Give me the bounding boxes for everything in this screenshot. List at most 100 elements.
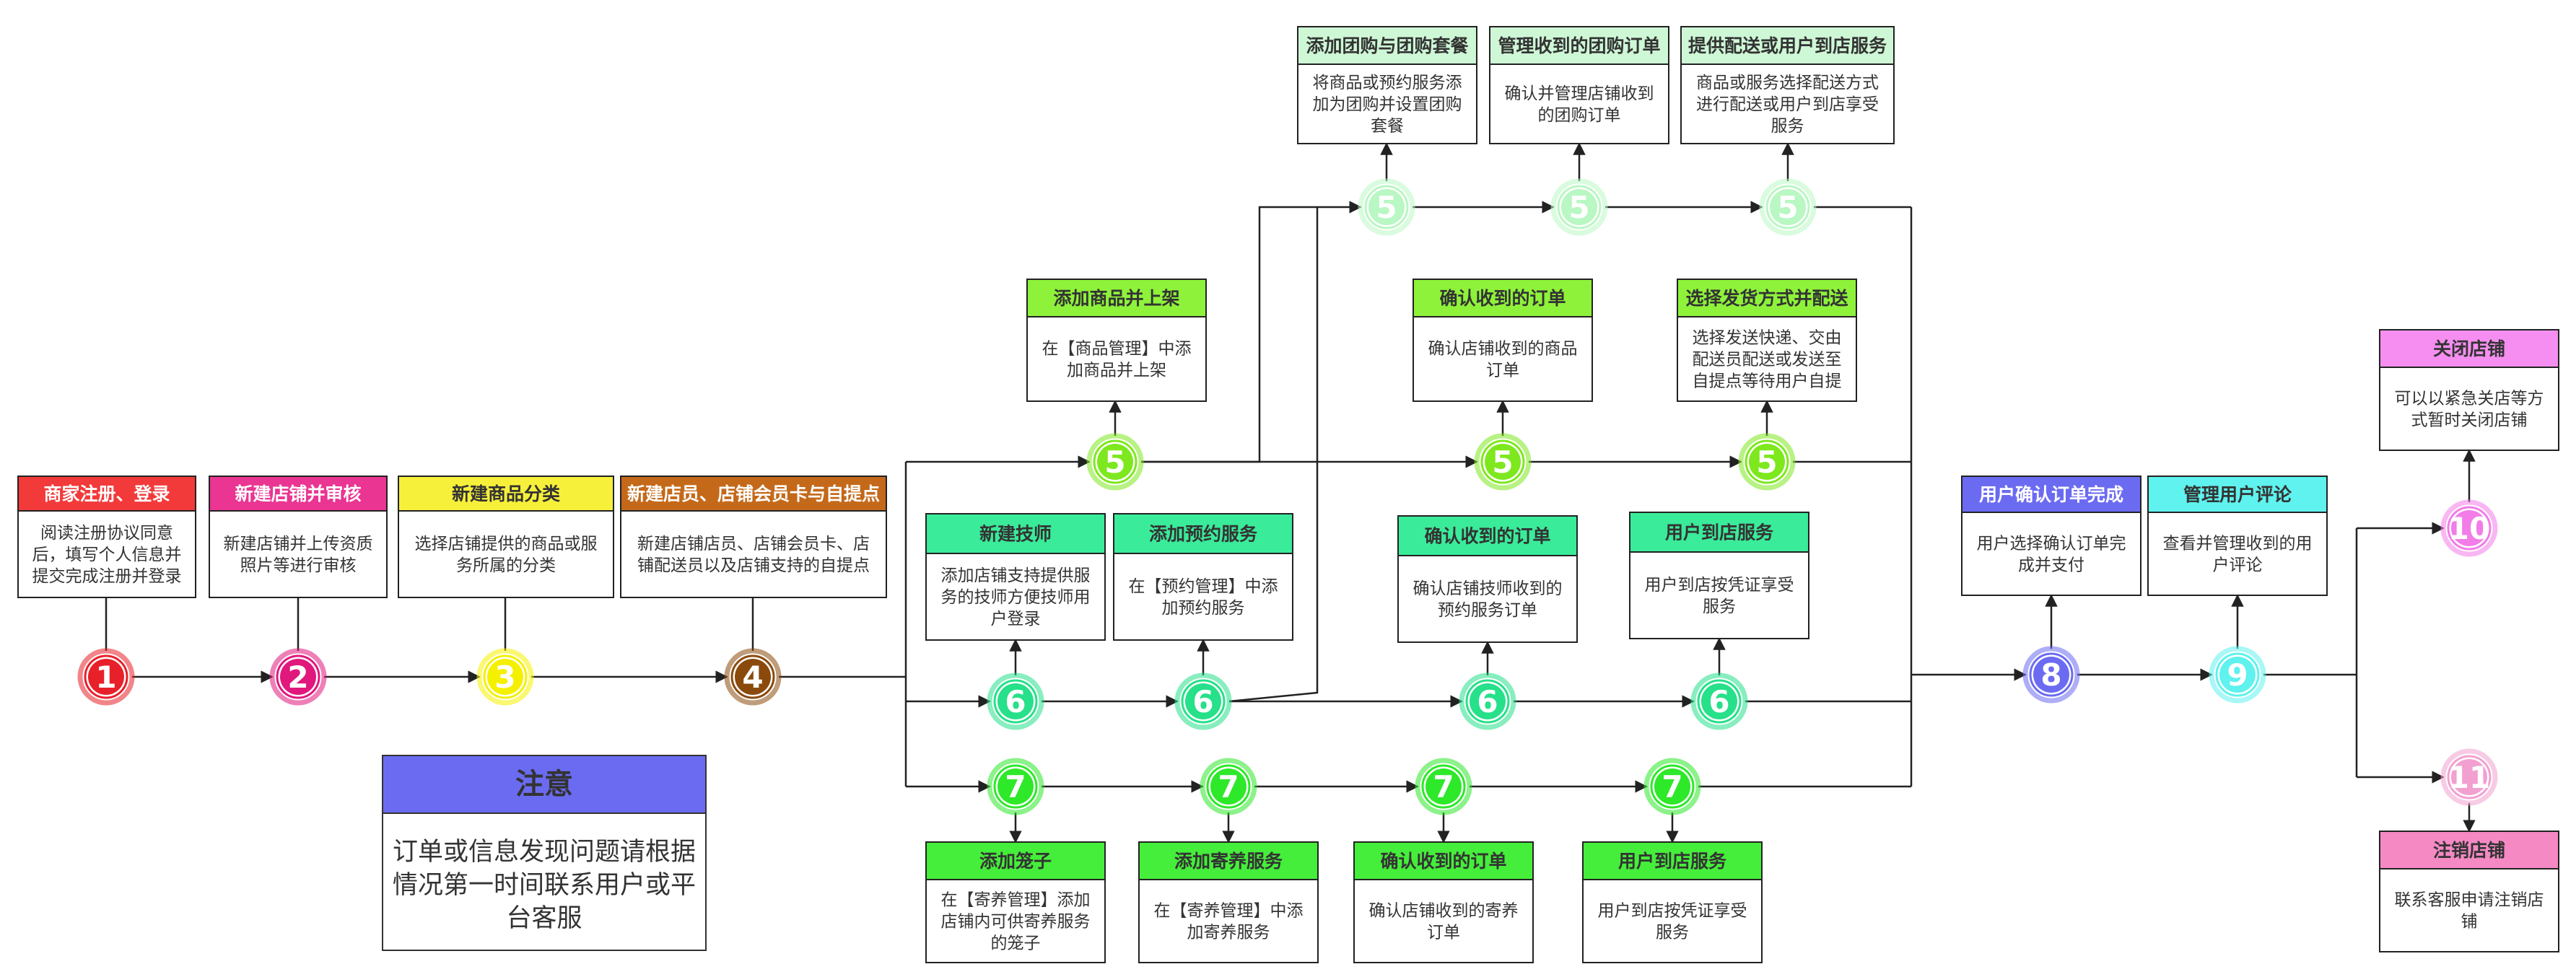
card-body-box xyxy=(620,510,887,598)
card-text-line: 店铺内可供寄养服务 xyxy=(941,913,1091,932)
node-number: 3 xyxy=(494,660,515,695)
note-line: 情况第一时间联系用户或平 xyxy=(393,871,696,900)
card-text-line: 后，填写个人信息并 xyxy=(32,546,182,564)
note-line: 台客服 xyxy=(506,904,582,933)
node-core xyxy=(1770,189,1806,225)
node-number: 7 xyxy=(1433,769,1454,805)
card-text-line: 预约服务订单 xyxy=(1438,601,1537,620)
card-body-box xyxy=(1397,555,1578,643)
step-cards: 商家注册、登录阅读注册协议同意后，填写个人信息并提交完成注册并登录新建店铺并审核… xyxy=(17,26,2559,963)
card-text-line: 将商品或预约服务添 xyxy=(1313,74,1462,92)
note-box: 注意 订单或信息发现问题请根据 情况第一时间联系用户或平 台客服 xyxy=(382,755,707,951)
card-text-line: 套餐 xyxy=(1371,117,1404,136)
card-body-box xyxy=(398,510,614,598)
card-text-line: 的笼子 xyxy=(991,934,1041,953)
node-halo xyxy=(1690,672,1748,730)
node-core xyxy=(1749,444,1785,480)
node-8: 8 xyxy=(2022,646,2080,704)
card-text-line: 照片等进行审核 xyxy=(240,556,357,575)
node-halo xyxy=(987,672,1044,730)
card-header xyxy=(1680,26,1895,65)
card-title: 管理收到的团购订单 xyxy=(1498,35,1660,56)
flow-line xyxy=(1228,207,1319,703)
card-title: 提供配送或用户到店服务 xyxy=(1688,35,1887,56)
card-body-box xyxy=(925,879,1106,963)
card-text-line: 订单 xyxy=(1486,362,1519,380)
node-core xyxy=(1470,683,1506,719)
card-body-box xyxy=(2379,367,2559,451)
node-core xyxy=(2219,657,2256,693)
node-5: 5 xyxy=(1358,178,1415,236)
card-text-line: 户评论 xyxy=(2213,556,2263,575)
node-7: 7 xyxy=(1415,758,1472,815)
node-halo xyxy=(2209,646,2266,704)
card-text-line: 加为团购并设置团购 xyxy=(1313,95,1462,114)
card-body-box xyxy=(209,510,388,598)
card-body-box xyxy=(1489,63,1669,144)
card-title: 新建技师 xyxy=(979,524,1052,545)
card-header xyxy=(620,476,887,512)
node-halo xyxy=(1738,433,1796,491)
card-text-line: 配送员配送或发送至 xyxy=(1693,351,1842,369)
node-7: 7 xyxy=(987,758,1044,815)
card-title: 商家注册、登录 xyxy=(43,483,170,504)
node-core xyxy=(88,659,124,695)
node-number: 5 xyxy=(1376,190,1397,225)
card-text-line: 确认店铺收到的商品 xyxy=(1428,340,1578,359)
card-title: 新建店员、店铺会员卡与自提点 xyxy=(627,483,880,504)
node-number: 7 xyxy=(1005,769,1026,805)
card-text-line: 提交完成注册并登录 xyxy=(32,567,182,586)
card-title: 添加笼子 xyxy=(979,851,1052,872)
node-halo xyxy=(1086,433,1144,491)
card-text-line: 添加店铺支持提供服 xyxy=(941,566,1091,585)
card-text-line: 成并支付 xyxy=(2018,556,2084,575)
node-6: 6 xyxy=(1174,672,1232,730)
node-core xyxy=(735,659,771,695)
node-halo xyxy=(77,648,135,706)
card-text-line: 新建店铺并上传资质 xyxy=(224,535,373,553)
card-title: 用户确认订单完成 xyxy=(1979,484,2123,505)
card-body-box xyxy=(1629,551,1809,639)
card-header xyxy=(2147,476,2328,513)
node-core xyxy=(487,659,523,695)
node-number: 5 xyxy=(1104,444,1125,480)
card-title: 用户到店服务 xyxy=(1618,851,1726,872)
card-text-line: 加商品并上架 xyxy=(1067,362,1166,380)
node-core xyxy=(2451,759,2487,795)
card-title: 确认收到的订单 xyxy=(1439,288,1566,309)
card-header xyxy=(17,476,196,512)
card-text-line: 用户选择确认订单完 xyxy=(1977,535,2126,553)
card-header xyxy=(1489,26,1669,65)
node-core xyxy=(1701,683,1737,719)
card-title: 添加商品并上架 xyxy=(1053,288,1179,309)
card-header xyxy=(925,841,1106,880)
card-text-line: 确认并管理店铺收到 xyxy=(1505,84,1654,103)
card-header xyxy=(209,476,388,512)
card-text-line: 订单 xyxy=(1427,924,1460,942)
card-body-box xyxy=(1677,316,1857,402)
node-11: 11 xyxy=(2440,748,2498,806)
card-text-line: 铺 xyxy=(2461,913,2478,932)
node-number: 6 xyxy=(1005,684,1026,719)
card-text-line: 式暂时关闭店铺 xyxy=(2411,411,2528,430)
flow-arrow xyxy=(1141,201,1362,463)
card-title: 添加预约服务 xyxy=(1149,524,1257,545)
card-title: 选择发货方式并配送 xyxy=(1685,288,1848,309)
node-halo xyxy=(724,648,782,706)
card-text-line: 新建店铺店员、店铺会员卡、店 xyxy=(637,535,870,553)
node-5: 5 xyxy=(1759,178,1817,236)
card-title: 用户到店服务 xyxy=(1665,522,1773,543)
node-5: 5 xyxy=(1550,178,1608,236)
node-halo xyxy=(269,648,327,706)
node-core xyxy=(2033,657,2069,693)
